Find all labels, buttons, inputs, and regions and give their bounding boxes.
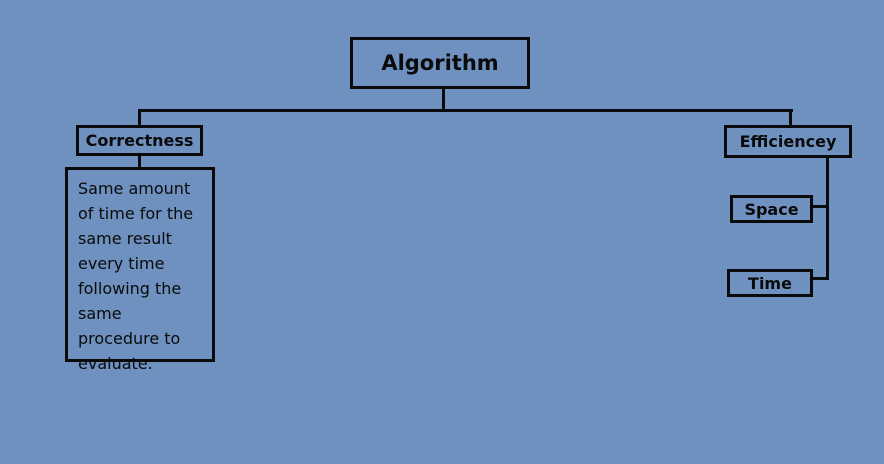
time-node: Time	[727, 269, 813, 297]
connector-efficiency-vertical	[826, 157, 829, 280]
connector-right-down	[789, 109, 792, 126]
connector-space	[812, 205, 828, 208]
connector-correctness-desc	[138, 155, 141, 168]
connector-horizontal	[138, 109, 793, 112]
correctness-description: Same amount of time for the same result …	[65, 167, 215, 373]
correctness-node: Correctness	[76, 125, 203, 156]
space-node: Space	[730, 195, 813, 223]
connector-left-down	[138, 109, 141, 126]
algorithm-node: Algorithm	[350, 37, 530, 89]
efficiency-node: Efficiencey	[724, 125, 852, 158]
connector-root-down	[442, 88, 445, 112]
connector-time	[812, 277, 828, 280]
